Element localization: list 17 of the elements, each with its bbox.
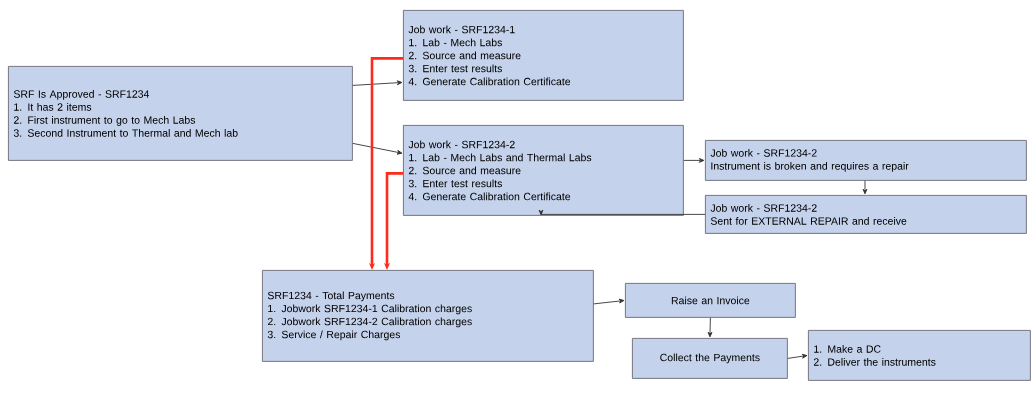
process-box: Job work - SRF1234-2 Instrument is broken and requires a repair — [705, 140, 1027, 181]
arrow — [352, 142, 403, 155]
arrow — [352, 80, 403, 86]
process-box: SRF1234 - Total Payments 1. Jobwork SRF1234-1 Calibration charges 2. Jobwork SRF1234-2 Calibration charges 3. Service / Repair Charges — [262, 270, 594, 362]
arrow — [683, 158, 705, 163]
process-box: SRF Is Approved - SRF1234 1. It has 2 items 2. First instrument to go to Mech Labs 3. Second Instrument to Thermal and Mech lab — [8, 66, 353, 161]
process-box: Collect the Payments — [632, 338, 788, 379]
process-box: Job work - SRF1234-2 1. Lab - Mech Labs and Thermal Labs 2. Source and measure 3. Enter test results 4. Generate Calibration Certificate — [403, 125, 684, 216]
arrow — [707, 317, 713, 338]
arrow — [538, 209, 706, 216]
process-box: Raise an Invoice — [625, 283, 796, 318]
process-box: Job work - SRF1234-2 Sent for EXTERNAL REPAIR and receive — [705, 195, 1027, 234]
process-box: Job work - SRF1234-1 1. Lab - Mech Labs 2. Source and measure 3. Enter test results 4. Generate Calibration Certificate — [403, 10, 684, 101]
arrow — [862, 180, 868, 195]
arrow — [593, 298, 625, 305]
arrow — [787, 353, 808, 359]
process-box: 1. Make a DC 2. Deliver the instruments — [808, 330, 1031, 381]
